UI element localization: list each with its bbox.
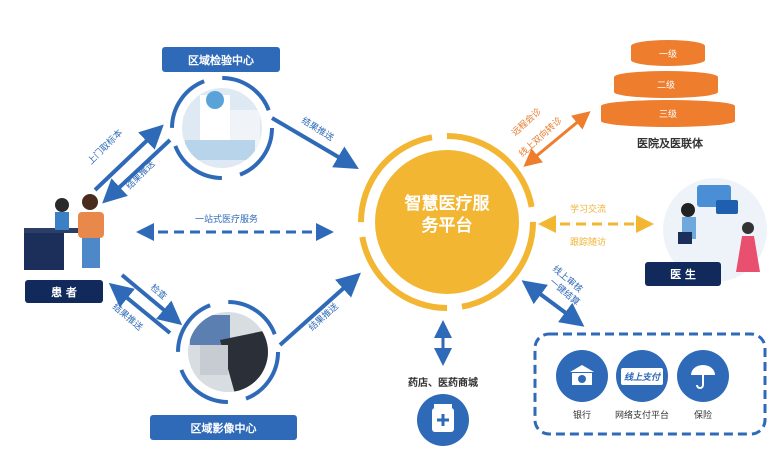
hospital-label: 医院及医联体	[637, 137, 703, 150]
online-pay-icon: 线上支付	[616, 350, 668, 402]
platform-title: 智慧医疗服务平台	[404, 194, 490, 236]
patient-illustration	[24, 194, 104, 270]
pharmacy-label: 药店、医药商城	[408, 378, 478, 389]
arrow-label-learning: 学习交流	[570, 205, 607, 215]
arrow-label-one-stop: 一站式医疗服务	[195, 215, 259, 225]
lab-photo	[182, 88, 262, 168]
doctor-illustration	[663, 178, 767, 282]
doctor-label: 医 生	[645, 262, 721, 286]
lab-center-label: 区域检验中心	[162, 47, 280, 72]
imaging-center-label: 区域影像中心	[150, 415, 297, 440]
payment-bank-label: 银行	[572, 411, 591, 421]
hospital-tier-1: 一级	[631, 40, 705, 66]
payment-group-border	[533, 332, 767, 436]
center-ring	[358, 133, 536, 311]
hospital-tier-2: 二级	[614, 71, 718, 98]
umbrella-icon	[677, 350, 729, 402]
imaging-photo	[188, 312, 268, 392]
payment-platform-label: 网络支付平台	[614, 411, 669, 421]
payment-insurance-label: 保险	[693, 411, 712, 421]
arrow-label-followup: 跟踪随访	[570, 238, 607, 248]
patient-label: 患 者	[25, 280, 103, 303]
hospital-tier-3: 三级	[601, 100, 735, 127]
bank-icon	[556, 350, 608, 402]
center-circle	[375, 150, 519, 294]
